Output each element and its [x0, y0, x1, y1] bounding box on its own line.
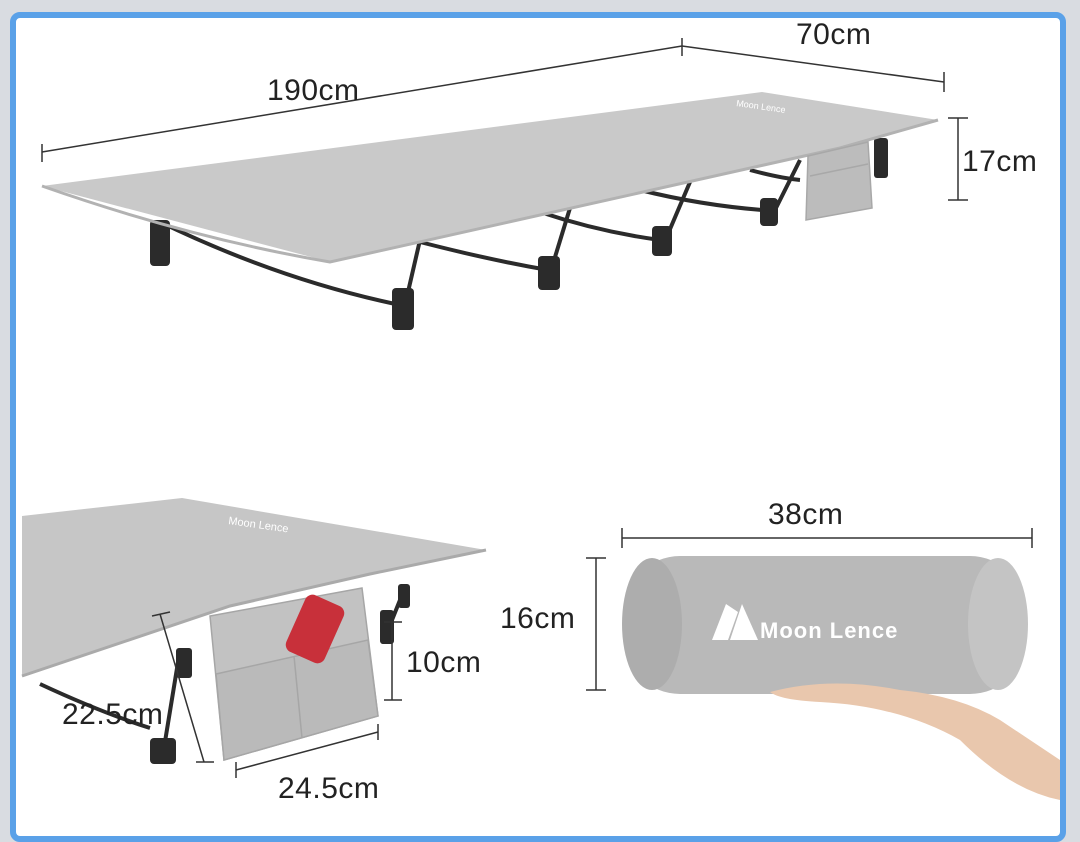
dimension-length: 190cm: [267, 74, 360, 107]
dimension-width: 70cm: [796, 18, 872, 51]
dimension-height: 17cm: [962, 145, 1038, 178]
carry-bag-view: [586, 528, 1060, 800]
dimension-pocket-width: 24.5cm: [278, 772, 380, 805]
dimension-bag-height: 16cm: [500, 602, 576, 635]
phone-in-pocket: [285, 594, 345, 664]
dimension-pocket-diagonal: 22.5cm: [62, 698, 164, 731]
pocket-detail-view: Moon Lence: [21, 498, 487, 778]
dimension-pocket-height: 10cm: [406, 646, 482, 679]
brand-logo: Moon Lence: [760, 618, 899, 643]
dimension-bag-length: 38cm: [768, 498, 844, 531]
cot-full-view: Moon Lence: [41, 38, 968, 330]
